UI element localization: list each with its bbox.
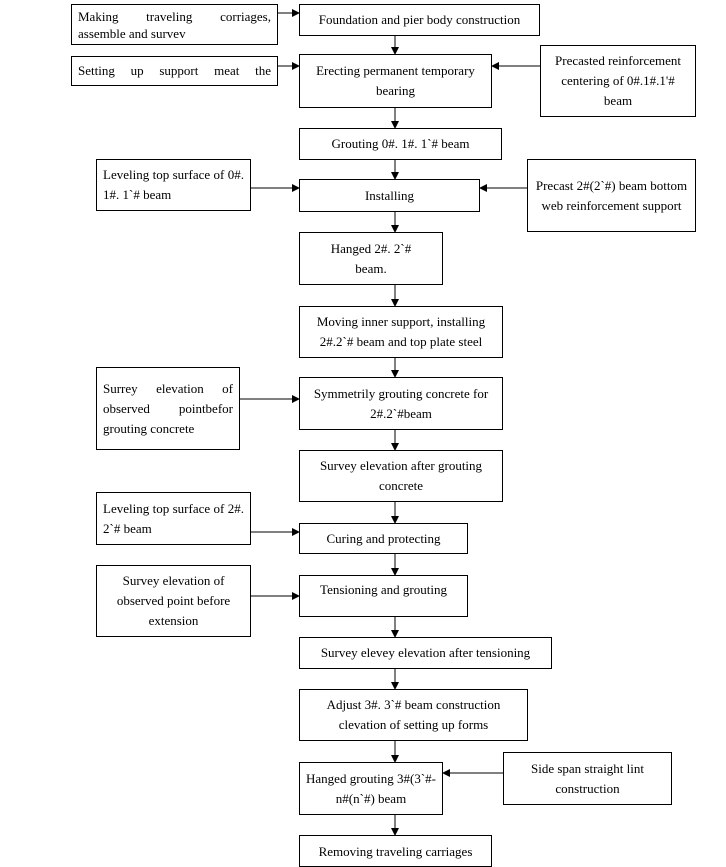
step-grouting-0-1-beam: Grouting 0#. 1#. 1`# beam <box>299 128 502 160</box>
step-survey-after-grouting: Survey elevation after grouting concrete <box>299 450 503 502</box>
step-hanged-grouting-3-beam: Hanged grouting 3#(3`#-n#(n`#) beam <box>299 762 443 815</box>
step-tensioning-grouting: Tensioning and grouting <box>299 575 468 617</box>
input-survey-before-extension: Survey elevation of observed point befor… <box>96 565 251 637</box>
step-curing-protecting: Curing and protecting <box>299 523 468 554</box>
input-making-traveling-carriages: Making traveling corriages, assemble and… <box>71 4 278 45</box>
step-installing: Installing <box>299 179 480 212</box>
input-precast-web-support: Precast 2#(2`#) beam bottom web reinforc… <box>527 159 696 232</box>
input-precasted-reinforcement: Precasted reinforcement centering of 0#.… <box>540 45 696 117</box>
step-erecting-bearing: Erecting permanent temporary bearing <box>299 54 492 108</box>
input-setting-up-support: Setting up support meat the <box>71 56 278 86</box>
step-survey-after-tensioning: Survey elevey elevation after tensioning <box>299 637 552 669</box>
step-foundation-pier-construction: Foundation and pier body construction <box>299 4 540 36</box>
step-adjust-3-beam: Adjust 3#. 3`# beam construction clevati… <box>299 689 528 741</box>
step-symmetrical-grouting: Symmetrily grouting concrete for 2#.2`#b… <box>299 377 503 430</box>
input-survey-before-grouting: Surrey elevation of observed pointbefor … <box>96 367 240 450</box>
step-moving-inner-support: Moving inner support, installing 2#.2`# … <box>299 306 503 358</box>
step-hanged-2-beam: Hanged 2#. 2`# beam. <box>299 232 443 285</box>
input-leveling-2-beam: Leveling top surface of 2#. 2`# beam <box>96 492 251 545</box>
input-side-span-construction: Side span straight lint construction <box>503 752 672 805</box>
step-removing-carriages: Removing traveling carriages <box>299 835 492 867</box>
input-leveling-0-1-beam: Leveling top surface of 0#. 1#. 1`# beam <box>96 159 251 211</box>
